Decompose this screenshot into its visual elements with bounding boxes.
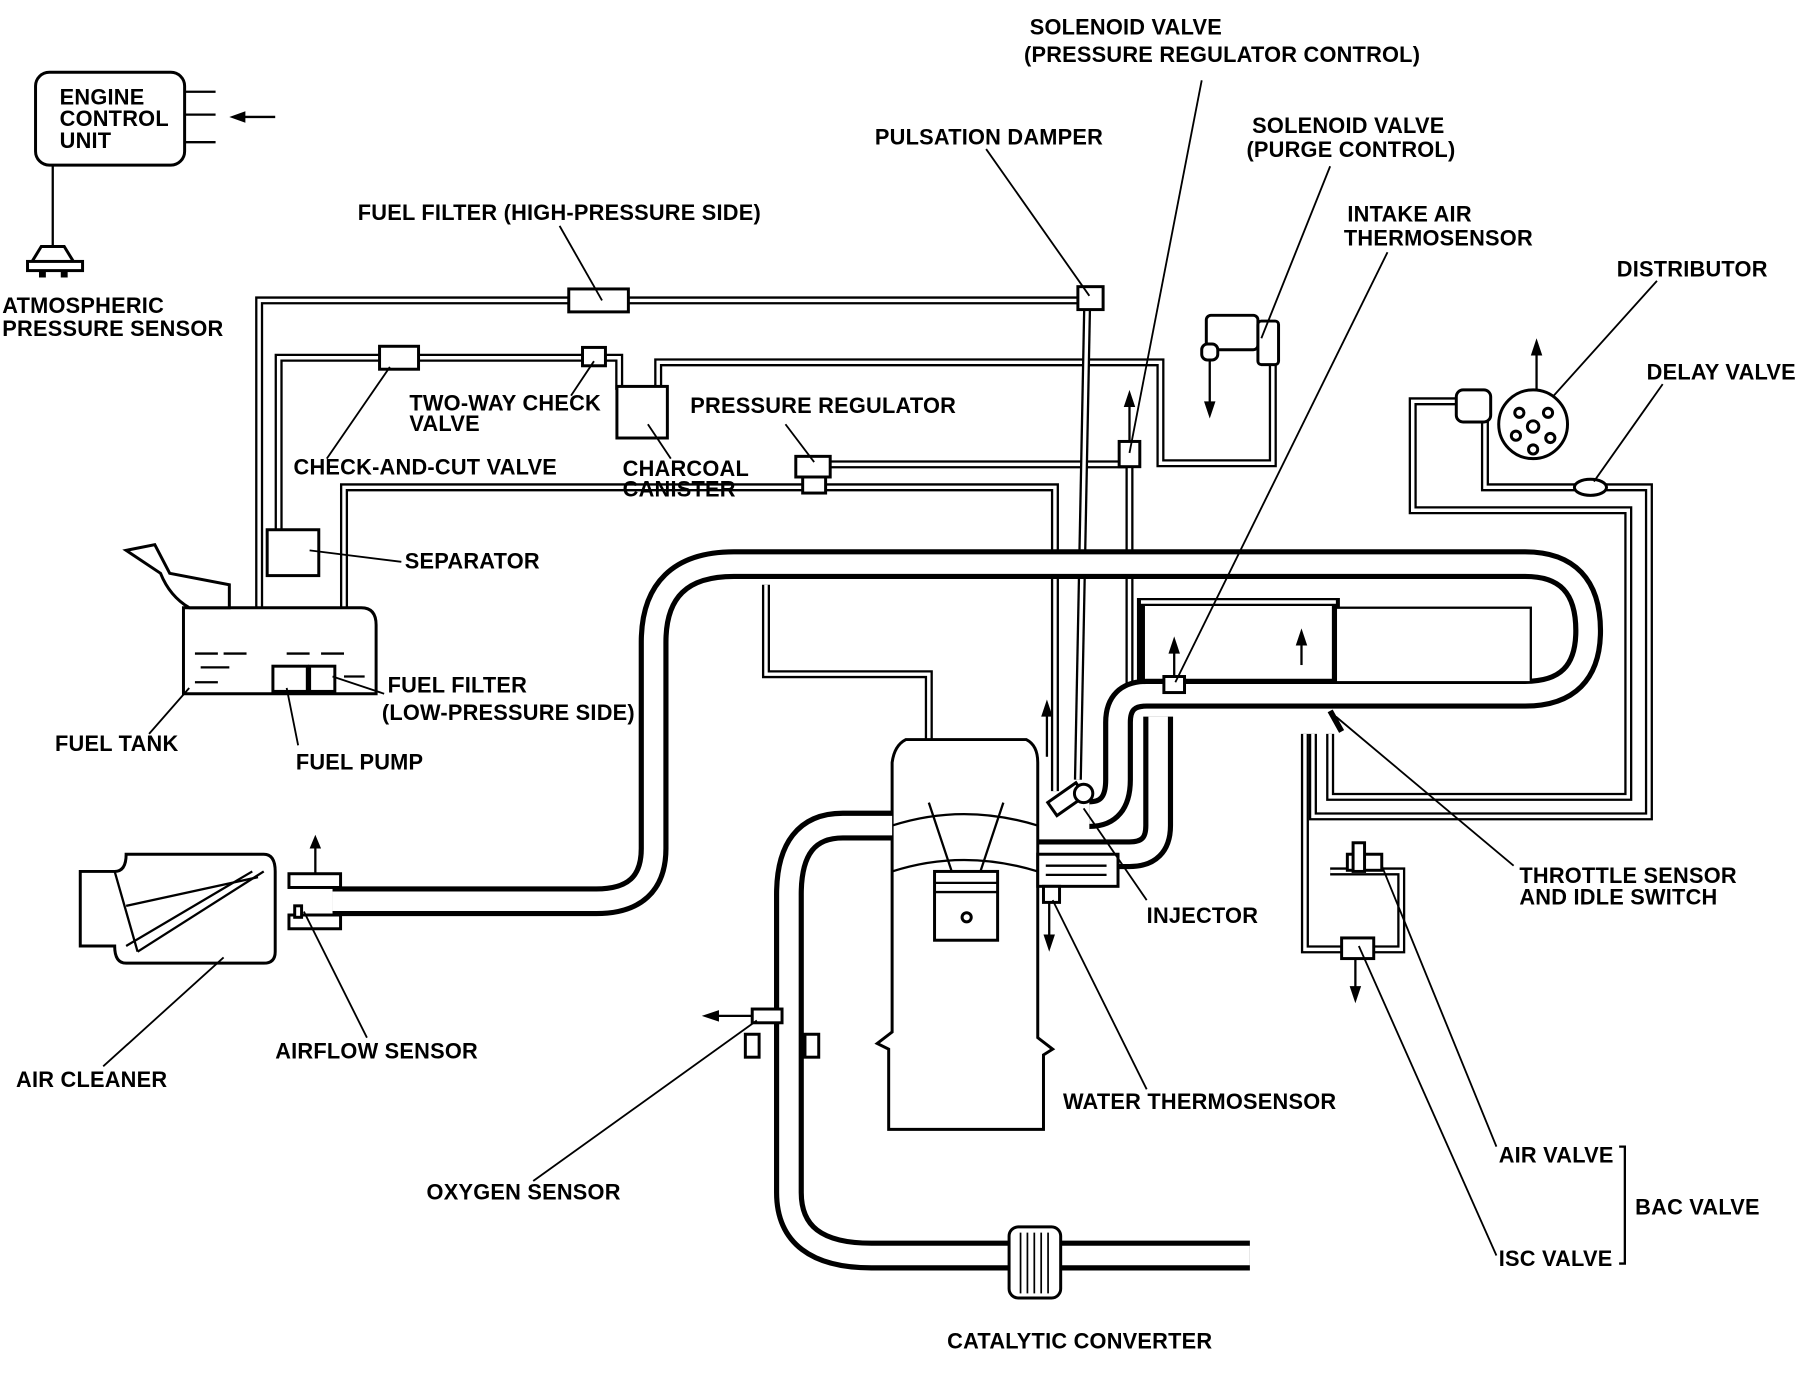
label-fuel-filter-low-1: FUEL FILTER [388, 673, 528, 698]
label-solenoid-valve-prc-1: SOLENOID VALVE [1030, 14, 1222, 39]
check-and-cut-valve [378, 344, 421, 371]
label-pulsation-damper: PULSATION DAMPER [875, 124, 1103, 149]
atmospheric-pressure-sensor-icon [26, 245, 85, 278]
fuel-pump [271, 664, 309, 693]
charcoal-canister [615, 384, 669, 440]
label-fuel-tank: FUEL TANK [55, 731, 178, 756]
leader-lines [102, 80, 1664, 1256]
label-oxygen-sensor: OXYGEN SENSOR [427, 1179, 621, 1204]
air-cleaner [78, 852, 277, 965]
water-thermosensor-arrow-icon [1043, 902, 1055, 952]
label-intake-air-thermosensor-1: INTAKE AIR [1347, 201, 1471, 226]
label-throttle-sensor-2: AND IDLE SWITCH [1519, 885, 1717, 910]
label-pressure-regulator: PRESSURE REGULATOR [690, 393, 956, 418]
label-charcoal-canister-1: CHARCOAL [623, 456, 749, 481]
bac-valve [1340, 841, 1384, 1004]
label-delay-valve: DELAY VALVE [1647, 360, 1796, 385]
signal-input-arrow-icon [229, 111, 276, 123]
fuel-tank [122, 528, 378, 696]
label-two-way-check-valve-2: VALVE [409, 411, 479, 436]
injector-arrow-icon [1041, 699, 1053, 757]
bac-arrow-icon [1349, 958, 1362, 1004]
solenoid-valve-purge [1200, 313, 1281, 419]
label-atmospheric-pressure-sensor-1: ATMOSPHERIC [2, 293, 164, 318]
solenoid-valve-prc [1117, 389, 1142, 469]
water-thermosensor [1036, 852, 1120, 952]
pulsation-damper [1076, 285, 1105, 312]
separator [265, 528, 321, 578]
label-fuel-filter-high: FUEL FILTER (HIGH-PRESSURE SIDE) [358, 200, 761, 225]
distributor-arrow-icon [1530, 338, 1543, 390]
iat-arrow-icon [1168, 636, 1180, 677]
purge-arrow-icon [1204, 360, 1216, 419]
label-atmospheric-pressure-sensor-2: PRESSURE SENSOR [2, 316, 223, 341]
label-solenoid-valve-prc-2: (PRESSURE REGULATOR CONTROL) [1024, 42, 1420, 67]
label-check-and-cut-valve: CHECK-AND-CUT VALVE [294, 455, 558, 480]
label-air-valve: AIR VALVE [1499, 1143, 1614, 1168]
label-bac-valve: BAC VALVE [1635, 1194, 1760, 1219]
label-intake-air-thermosensor-2: THERMOSENSOR [1344, 225, 1533, 250]
label-distributor: DISTRIBUTOR [1617, 256, 1768, 281]
label-engine-control-unit-1: ENGINE [60, 84, 145, 109]
intake-air-thermosensor [1162, 636, 1187, 695]
label-charcoal-canister-2: CANISTER [623, 476, 736, 501]
intake-duct [332, 549, 1604, 917]
label-catalytic-converter: CATALYTIC CONVERTER [947, 1328, 1212, 1353]
label-engine-control-unit-3: UNIT [60, 128, 112, 153]
throttle-sensor [1295, 628, 1345, 733]
label-isc-valve: ISC VALVE [1499, 1246, 1613, 1271]
label-engine-control-unit-2: CONTROL [60, 106, 169, 131]
label-solenoid-valve-purge-2: (PURGE CONTROL) [1246, 137, 1455, 162]
label-airflow-sensor: AIRFLOW SENSOR [275, 1038, 478, 1063]
label-separator: SEPARATOR [405, 549, 540, 574]
label-solenoid-valve-purge-1: SOLENOID VALVE [1252, 113, 1444, 138]
exhaust-pipe [701, 810, 1250, 1300]
label-two-way-check-valve-1: TWO-WAY CHECK [409, 390, 601, 415]
throttle-arrow-icon [1295, 628, 1308, 666]
label-air-cleaner: AIR CLEANER [16, 1067, 167, 1092]
fuel-filter-high-pressure [567, 287, 630, 314]
fuel-filter-low [308, 664, 337, 693]
prc-arrow-icon [1123, 389, 1136, 442]
engine-control-unit [34, 70, 276, 247]
airflow-sensor [287, 834, 343, 931]
label-injector: INJECTOR [1147, 903, 1259, 928]
engine-block [874, 738, 1056, 1131]
pressure-regulator [794, 454, 832, 495]
label-fuel-filter-low-2: (LOW-PRESSURE SIDE) [382, 700, 635, 725]
label-water-thermosensor: WATER THERMOSENSOR [1063, 1089, 1336, 1114]
label-throttle-sensor-1: THROTTLE SENSOR [1519, 863, 1737, 888]
distributor [1454, 338, 1570, 461]
delay-valve [1572, 477, 1608, 497]
label-fuel-pump: FUEL PUMP [296, 749, 423, 774]
injector [1041, 699, 1095, 818]
oxygen-sensor-arrow-icon [701, 1010, 753, 1022]
two-way-check-valve [581, 345, 607, 368]
airflow-sensor-arrow-icon [309, 834, 322, 874]
bac-valve-bracket [1619, 1145, 1626, 1265]
